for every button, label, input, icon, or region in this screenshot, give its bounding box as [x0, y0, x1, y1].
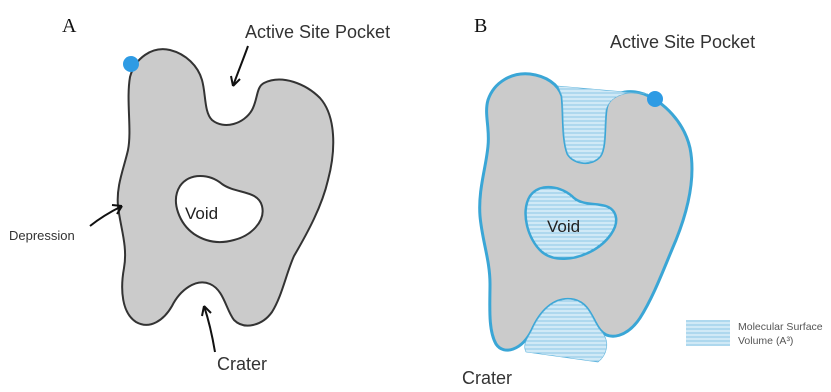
legend-line-1: Molecular Surface — [738, 321, 823, 333]
depression-arrow-a — [90, 205, 122, 226]
panel-b-letter: B — [474, 15, 487, 37]
void-label-b: Void — [547, 217, 580, 236]
probe-dot-a — [123, 56, 139, 72]
legend-line-2: Volume (A³) — [738, 335, 793, 347]
probe-dot-b — [647, 91, 663, 107]
panel-a: A Void Active Site Pocket Depression Cra… — [9, 15, 390, 374]
panel-a-letter: A — [62, 15, 77, 37]
depression-label-a: Depression — [9, 228, 75, 243]
crater-label-a: Crater — [217, 354, 267, 374]
legend-swatch — [686, 320, 730, 346]
legend: Molecular Surface Volume (A³) — [686, 320, 823, 347]
active-site-arrow-a — [231, 46, 248, 86]
active-site-label-b: Active Site Pocket — [610, 32, 755, 52]
crater-label-b: Crater — [462, 368, 512, 388]
void-label-a: Void — [185, 204, 218, 223]
crater-arrow-a — [202, 306, 215, 352]
active-site-label-a: Active Site Pocket — [245, 22, 390, 42]
